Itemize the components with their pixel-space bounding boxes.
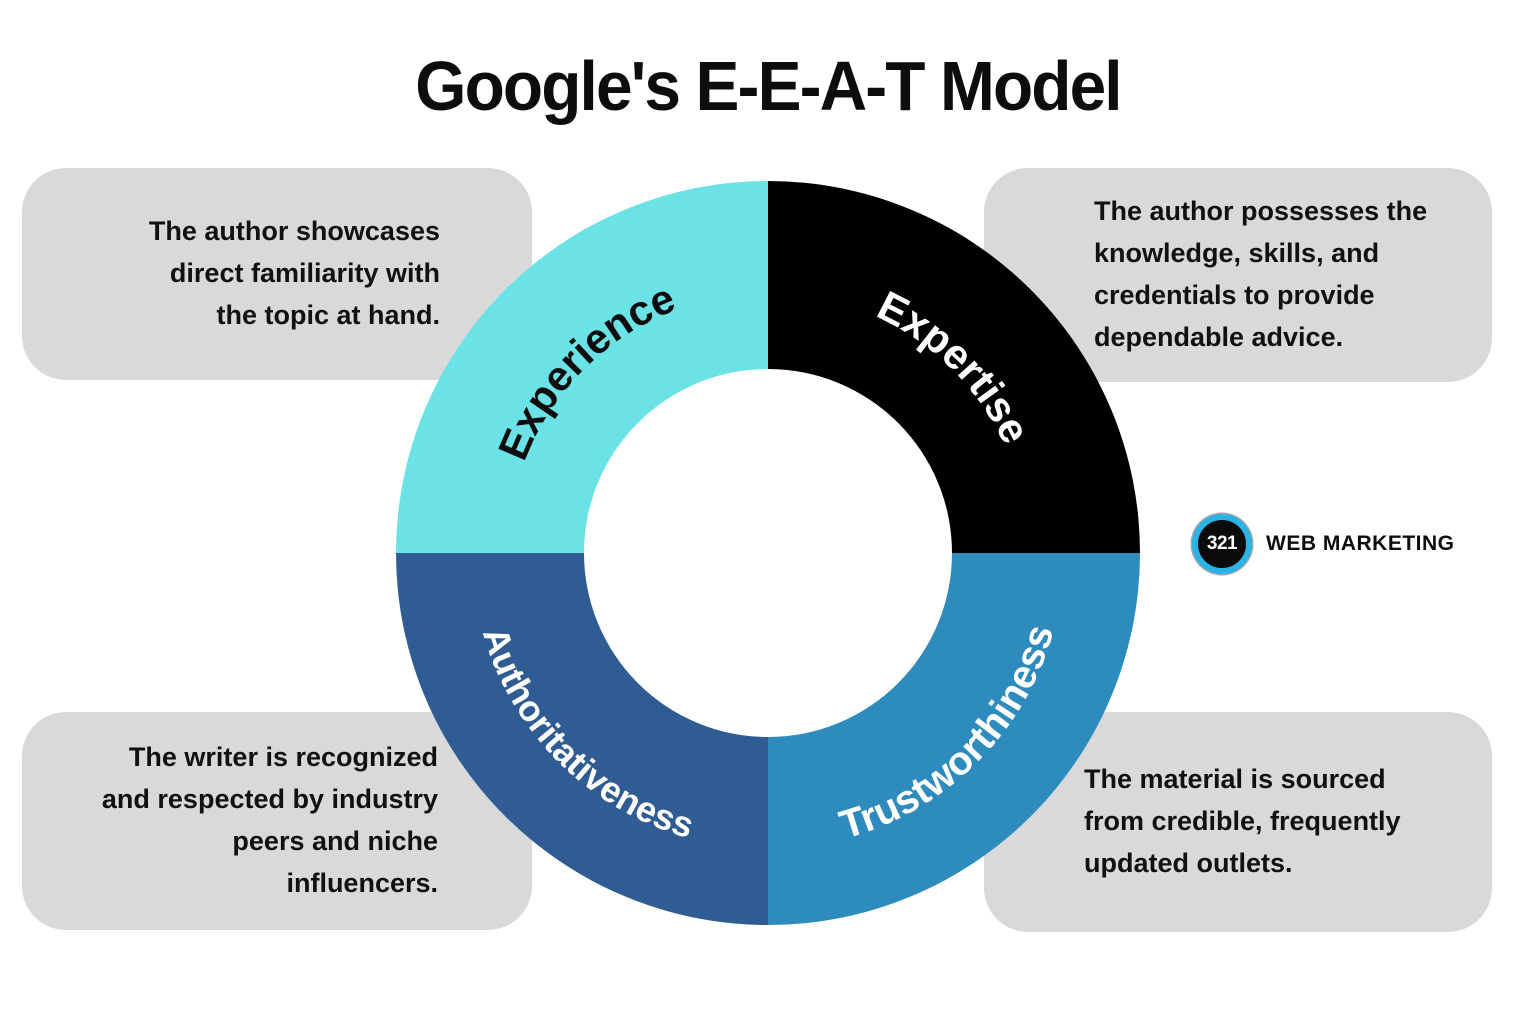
callout-experience: The author showcases direct familiarity … [22, 168, 532, 380]
segment-authoritativeness [396, 553, 768, 925]
callout-authoritativeness: The writer is recognized and respected b… [22, 712, 532, 930]
callout-authoritativeness-text: The writer is recognized and respected b… [101, 742, 438, 898]
callout-experience-text: The author showcases direct familiarity … [148, 216, 440, 330]
logo-badge-number: 321 [1206, 533, 1238, 554]
logo-brand-name: WEB MARKETING [1266, 532, 1455, 555]
callout-trustworthiness-text: The material is sourced from credible, f… [1084, 764, 1401, 878]
page-title: Google's E-E-A-T Model [415, 47, 1122, 125]
logo-321-badge-icon: 321 [1192, 514, 1252, 574]
brand-logo: 321 WEB MARKETING [1192, 514, 1455, 574]
callout-expertise-text: The author possesses the knowledge, skil… [1094, 196, 1428, 352]
segment-expertise [768, 181, 1140, 553]
segment-experience [396, 181, 768, 553]
segment-trustworthiness [768, 553, 1140, 925]
